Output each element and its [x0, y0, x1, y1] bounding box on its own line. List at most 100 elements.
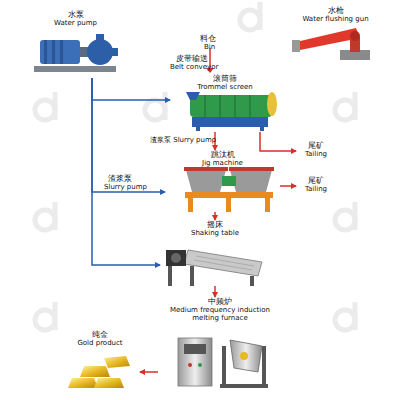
- node-title-zh: 滚筒筛: [213, 74, 237, 83]
- furnace-illustration-part: [220, 384, 268, 388]
- water-pump-illustration-part: [87, 39, 113, 65]
- furnace-illustration-part: [230, 340, 262, 372]
- water-gun-illustration-part: [350, 31, 360, 41]
- annotation-label: Slurry pump: [104, 183, 147, 191]
- watermark-part-part: [35, 100, 55, 120]
- jig-machine-illustration-part: [184, 167, 228, 171]
- node-title-en: Water pump: [54, 19, 97, 27]
- trommel-illustration-part: [190, 95, 272, 117]
- furnace-illustration: [178, 338, 268, 388]
- node-title-zh: 尾矿: [308, 176, 324, 185]
- node-title-zh: 尾矿: [308, 141, 324, 150]
- watermark-part-part: [53, 302, 58, 330]
- node-title-en: Trommel screen: [197, 83, 253, 91]
- tailing-box: 尾矿Tailing: [296, 141, 336, 161]
- trommel-illustration-part: [186, 92, 200, 100]
- shaking-table-illustration-part: [196, 256, 254, 266]
- jig-machine-illustration-part: [188, 198, 193, 212]
- node-title-en: Shaking table: [191, 229, 239, 237]
- water-gun-illustration: [292, 28, 370, 60]
- equipment-jig: 跳汰机Jig machine: [165, 150, 280, 212]
- trommel-illustration-part: [235, 95, 236, 117]
- trommel-illustration-part: [220, 95, 221, 117]
- watermark-part-part: [353, 92, 358, 120]
- gold-bar-illustration-part: [94, 378, 124, 388]
- product-box: 纯金Gold product: [60, 330, 140, 392]
- furnace-illustration-part: [262, 346, 266, 386]
- node-title-zh: 跳汰机: [211, 150, 235, 159]
- water-gun-illustration-part: [292, 40, 300, 52]
- furnace-illustration-part: [240, 352, 248, 360]
- shaking-table-illustration: [166, 250, 262, 286]
- watermark-part-part: [35, 210, 55, 230]
- furnace-illustration-part: [188, 363, 192, 367]
- node-title-en: Tailing: [305, 185, 327, 193]
- shaking-table-illustration-part: [166, 250, 186, 266]
- watermark-part-part: [258, 2, 263, 30]
- watermark-part-part: [353, 302, 358, 330]
- watermark-part-part: [53, 92, 58, 120]
- trommel-illustration-part: [205, 95, 206, 117]
- trommel-illustration-part: [192, 117, 268, 127]
- watermark-part-part: [145, 100, 165, 120]
- water-pump-illustration-part: [60, 40, 63, 64]
- flow-arrow: [280, 185, 296, 187]
- watermark-part: [35, 2, 355, 330]
- gold-bar-illustration-part: [104, 356, 130, 368]
- furnace-illustration-part: [184, 344, 206, 354]
- shaking-table-illustration-part: [250, 276, 254, 286]
- furnace-illustration-part: [178, 338, 212, 386]
- annotation-label: 皮带输送: [176, 54, 208, 63]
- edge-label: 渣浆泵 Slurry pump: [150, 136, 216, 144]
- equipment-gun: 水枪Water flushing gun: [288, 6, 383, 64]
- water-pump-illustration-part: [110, 48, 118, 56]
- flow-arrow: [214, 286, 216, 297]
- node-title-zh: 中频炉: [208, 297, 232, 306]
- node-title-en: Tailing: [305, 150, 327, 158]
- jig-machine-illustration-part: [185, 192, 273, 198]
- water-pump-illustration-part: [96, 34, 104, 42]
- watermark-part-part: [35, 310, 55, 330]
- node-title-zh: 水泵: [68, 10, 84, 19]
- tailing-box: 尾矿Tailing: [296, 176, 336, 196]
- node-title-zh: 纯金: [92, 330, 108, 339]
- water-pump-illustration-part: [34, 66, 116, 72]
- shaking-table-illustration-part: [171, 253, 181, 263]
- flow-arrow: [260, 132, 296, 151]
- node-title-zh: 水枪: [328, 6, 344, 15]
- watermark-part-part: [53, 202, 58, 230]
- jig-machine-illustration: [184, 167, 274, 212]
- node-title-en: Medium frequency induction melting furna…: [158, 306, 282, 322]
- jig-machine-illustration-part: [222, 176, 236, 186]
- annotation-label: Bin: [204, 43, 215, 51]
- equipment-trommel: 滚筒筛Trommel screen: [170, 74, 280, 132]
- node-title-en: Water flushing gun: [302, 15, 368, 23]
- trommel-illustration-part: [196, 127, 200, 131]
- water-pump-illustration: [34, 34, 118, 72]
- jig-machine-illustration-part: [229, 167, 274, 171]
- jig-machine-illustration-part: [226, 198, 231, 212]
- watermark-part-part: [335, 100, 355, 120]
- water-pump-illustration-part: [80, 47, 88, 57]
- watermark-part-part: [163, 92, 168, 120]
- gold-bar-illustration: [68, 356, 130, 388]
- node-title-zh: 摇床: [207, 220, 223, 229]
- trommel-illustration-part: [267, 92, 277, 116]
- water-line: [92, 78, 160, 265]
- shaking-table-illustration-part: [190, 266, 194, 286]
- water-gun-illustration-part: [296, 28, 360, 50]
- node-title-en: Gold product: [77, 339, 122, 347]
- shaking-table-illustration-part: [184, 250, 262, 276]
- annotation-label: Belt conveyor: [170, 63, 218, 71]
- water-line: [92, 78, 165, 192]
- trommel-illustration-part: [250, 95, 251, 117]
- flow-arrow: [140, 371, 158, 373]
- shaking-table-illustration-part: [194, 260, 252, 270]
- water-pump-illustration-part: [40, 40, 80, 64]
- watermark-part-part: [335, 210, 355, 230]
- shaking-table-illustration-part: [168, 266, 172, 286]
- annotation-label: 料仓: [200, 34, 216, 43]
- flow-arrow: [214, 212, 216, 220]
- watermark-part-part: [240, 10, 260, 30]
